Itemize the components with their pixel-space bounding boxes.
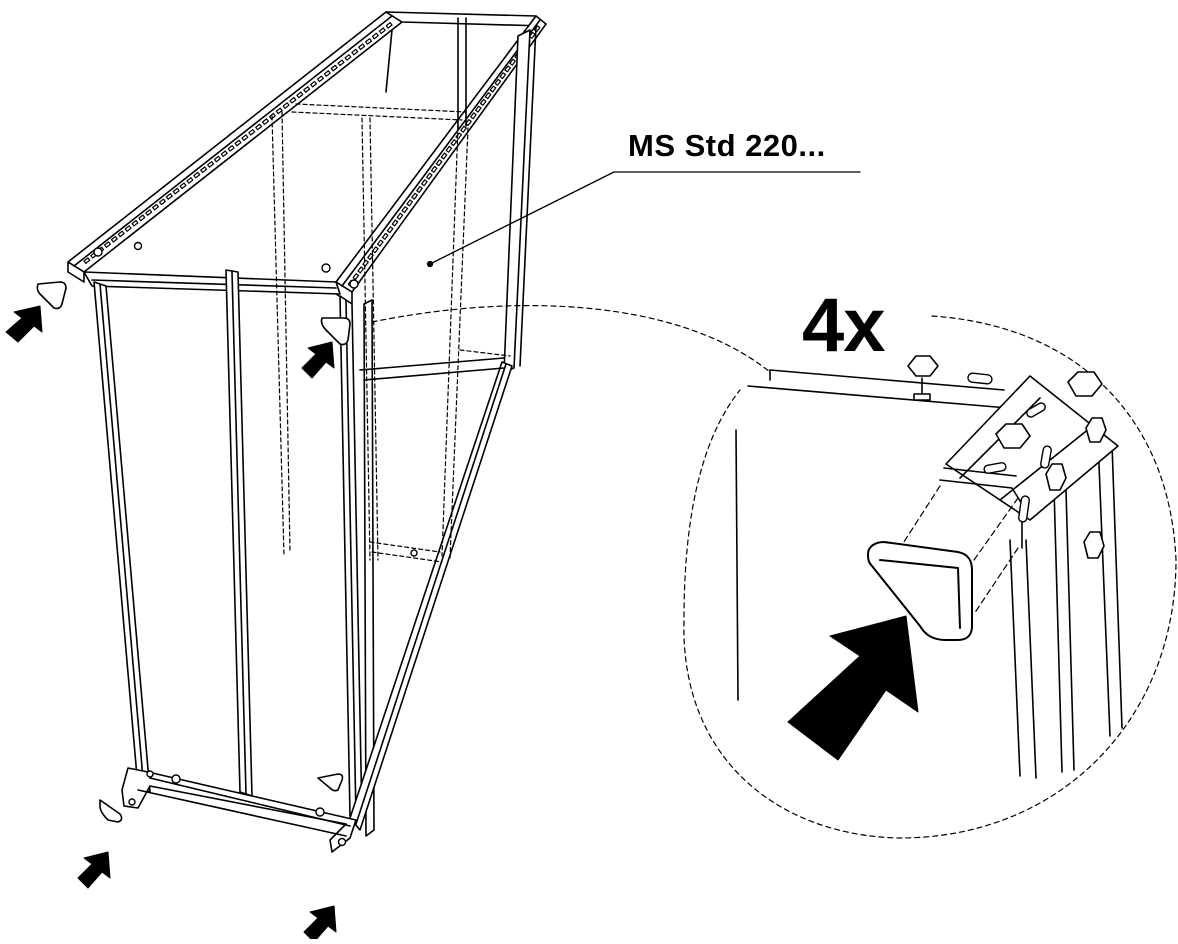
detail-slots [967, 372, 1052, 523]
rail-slot [411, 192, 418, 200]
rail-slot [282, 102, 290, 109]
rail-slot [268, 112, 276, 120]
rail-slot [289, 96, 297, 104]
rail-slot [401, 206, 409, 214]
rail-slot [165, 193, 173, 200]
rail-perforations [83, 22, 541, 813]
rail-slot [381, 232, 389, 240]
detail-bolts [907, 355, 1107, 559]
rail-slot [261, 118, 269, 125]
rail-slot [138, 214, 146, 222]
rail-slot [103, 241, 111, 248]
rail-slot [365, 38, 373, 45]
rail-slot [220, 150, 228, 158]
rail-slot [450, 139, 458, 147]
rail-slot [494, 78, 502, 86]
rail-slot [207, 161, 215, 168]
rail-slot [385, 22, 393, 29]
rail-slot [227, 145, 235, 152]
rail-slot [158, 198, 166, 206]
rail-slot [357, 266, 365, 274]
rail-slot [124, 225, 132, 232]
rail-slot [117, 230, 125, 238]
rail-slot [499, 72, 507, 80]
rail-slot [110, 235, 118, 243]
rail-slot [372, 246, 379, 254]
rail-slot [172, 187, 180, 195]
top-frame [67, 11, 547, 305]
hidden-lines [271, 103, 511, 563]
rail-slot [445, 145, 453, 153]
rail-slot [371, 32, 379, 40]
rail-slot [179, 182, 187, 190]
corner-cap-icon [867, 541, 973, 641]
quantity-label: 4x [802, 283, 886, 368]
rail-slot [470, 112, 477, 120]
rail-slot [303, 86, 311, 93]
rail-slot [316, 75, 324, 83]
rail-slot [406, 199, 414, 207]
rail-slot [440, 152, 448, 160]
rail-slot [489, 85, 497, 93]
rail-slot [330, 64, 338, 72]
detail-rack-corner [735, 369, 1123, 779]
rail-slot [416, 186, 423, 193]
rail-slot [435, 159, 443, 167]
rail-slot [358, 43, 366, 51]
rail-slot [504, 65, 512, 73]
rail-slot [484, 92, 492, 100]
rail-slot [131, 219, 139, 227]
model-label: MS Std 220... [628, 128, 826, 163]
rail-slot [391, 219, 399, 227]
rail-slot [509, 58, 516, 66]
model-leader [426, 171, 861, 268]
cabinet-body [93, 17, 537, 853]
rail-slot [145, 209, 153, 216]
rail-slot [386, 226, 394, 234]
rail-slot [528, 31, 536, 39]
rail-slot [296, 91, 304, 99]
push-arrow-icon [787, 615, 919, 761]
rail-slot [200, 166, 208, 174]
rail-slot [241, 134, 249, 141]
rail-slot [248, 128, 256, 136]
rail-slot [234, 139, 242, 147]
rail-slot [474, 105, 482, 113]
rail-slot [152, 203, 160, 211]
small-corner-caps [36, 281, 351, 823]
rail-slot [376, 239, 384, 247]
rail-slot [255, 123, 263, 131]
rail-slot [430, 165, 438, 173]
rail-slot [396, 212, 404, 220]
rail-slot [378, 27, 386, 35]
rail-slot [323, 70, 331, 77]
rail-slot [460, 125, 467, 133]
rail-slot [465, 119, 472, 126]
rail-slot [351, 48, 359, 56]
rail-slot [337, 59, 345, 67]
rail-slot [479, 98, 487, 106]
rail-slot [344, 54, 352, 61]
rail-slot [421, 179, 428, 187]
frame-bolts [93, 241, 418, 847]
detail-callout [371, 305, 1177, 839]
rail-slot [310, 80, 318, 88]
rail-slot [275, 107, 283, 115]
rail-slot [193, 171, 201, 179]
rail-slot [83, 257, 91, 264]
rail-slot [352, 273, 360, 281]
rail-slot [186, 177, 194, 184]
rail-slot [213, 155, 221, 163]
rail-slot [425, 172, 433, 180]
small-push-arrows [5, 305, 337, 943]
